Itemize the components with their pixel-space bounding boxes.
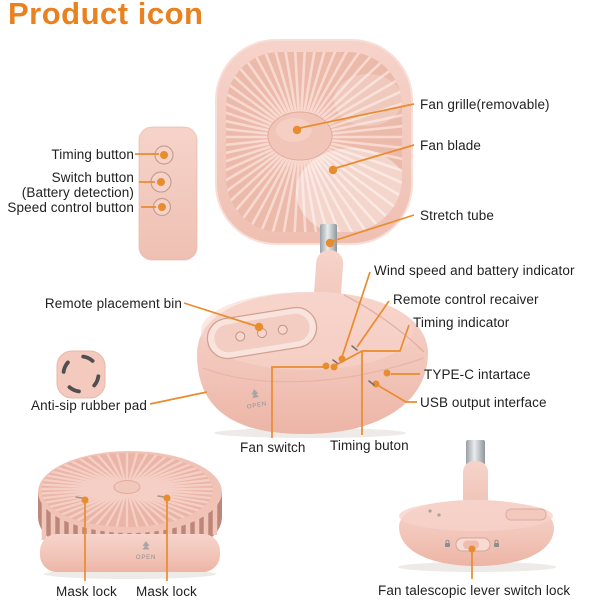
label-wind-speed-indicator: Wind speed and battery indicator bbox=[374, 263, 575, 278]
label-speed-control-button: Speed control button bbox=[7, 200, 134, 215]
callout-dot-timing-indicator bbox=[330, 363, 338, 371]
label-switch-button: Switch button (Battery detection) bbox=[22, 170, 134, 200]
label-timing-buton: Timing buton bbox=[330, 438, 409, 453]
folded-fan-spokes bbox=[41, 453, 213, 527]
label-timing-indicator: Timing indicator bbox=[413, 315, 510, 330]
open-badge-folded-fan-text: OPEN bbox=[136, 555, 156, 561]
callout-dot-mask-lock-left bbox=[81, 496, 89, 504]
leader-anti-sip-pad bbox=[149, 391, 208, 405]
label-telescopic-lock: Fan talescopic lever switch lock bbox=[378, 583, 571, 598]
telescopic-lock-slider bbox=[445, 537, 499, 552]
open-badge-folded-fan: OPEN bbox=[136, 541, 156, 561]
page-title: Product icon bbox=[8, 0, 204, 31]
leader-remote-receiver bbox=[356, 300, 390, 348]
anti-slip-pad-illustration bbox=[56, 350, 106, 399]
leader-remote-placement-bin bbox=[183, 302, 257, 327]
callout-dot-remote-bin bbox=[254, 322, 264, 332]
label-mask-lock-right: Mask lock bbox=[136, 584, 197, 599]
leader-fan-blade bbox=[335, 144, 415, 169]
label-fan-grille: Fan grille(removable) bbox=[420, 97, 550, 112]
callout-dot-timing-button bbox=[160, 151, 168, 159]
leader-wind-speed-indicator bbox=[341, 271, 371, 358]
label-type-c-interface: TYPE-C intartace bbox=[424, 367, 531, 382]
callout-dot-telescopic-lock bbox=[468, 545, 476, 553]
callout-dot-fan-grille bbox=[292, 125, 302, 135]
base-illustration: OPEN bbox=[197, 291, 428, 438]
callout-dot-mask-lock-right bbox=[163, 494, 171, 502]
open-badge-base-text: OPEN bbox=[247, 401, 268, 410]
open-badge-base: OPEN bbox=[247, 389, 268, 411]
label-fan-switch: Fan switch bbox=[240, 440, 306, 455]
remote-placement-bin-illustration bbox=[206, 306, 318, 360]
usb-port-mark bbox=[368, 380, 375, 386]
label-switch-button-line2: (Battery detection) bbox=[21, 185, 134, 200]
leader-timing-indicator bbox=[335, 324, 410, 366]
label-remote-placement-bin: Remote placement bin bbox=[44, 296, 182, 311]
indicator-mark bbox=[332, 359, 338, 364]
label-fan-blade: Fan blade bbox=[420, 138, 481, 153]
callout-dot-switch-button bbox=[157, 178, 165, 186]
callout-dot-stretch-tube bbox=[325, 238, 335, 248]
callout-dot-speed-control bbox=[158, 203, 166, 211]
receiver-mark bbox=[351, 345, 358, 351]
leader-fan-grille bbox=[299, 103, 415, 129]
callout-dot-wind-speed bbox=[338, 355, 346, 363]
label-switch-button-line1: Switch button bbox=[51, 170, 134, 185]
leader-usb-output bbox=[378, 385, 417, 403]
label-remote-control-receiver: Remote control recaiver bbox=[393, 292, 539, 307]
callout-dot-fan-switch bbox=[322, 362, 330, 370]
callout-lines bbox=[81, 103, 476, 581]
label-usb-output-interface: USB output interface bbox=[420, 395, 547, 410]
rear-base-illustration bbox=[398, 440, 556, 572]
leader-fan-switch bbox=[271, 366, 323, 438]
label-mask-lock-left: Mask lock bbox=[56, 584, 117, 599]
callout-dot-type-c bbox=[383, 369, 391, 377]
remote-control-illustration bbox=[138, 126, 198, 261]
label-anti-sip-rubber-pad: Anti-sip rubber pad bbox=[31, 398, 147, 413]
label-timing-button: Timing button bbox=[51, 147, 134, 162]
folded-fan-illustration: OPEN bbox=[38, 451, 222, 579]
callout-dot-usb-output bbox=[372, 380, 380, 388]
label-stretch-tube: Stretch tube bbox=[420, 208, 494, 223]
fan-head-illustration bbox=[215, 39, 413, 245]
leader-stretch-tube bbox=[332, 214, 415, 242]
callout-dot-fan-blade bbox=[328, 165, 338, 175]
